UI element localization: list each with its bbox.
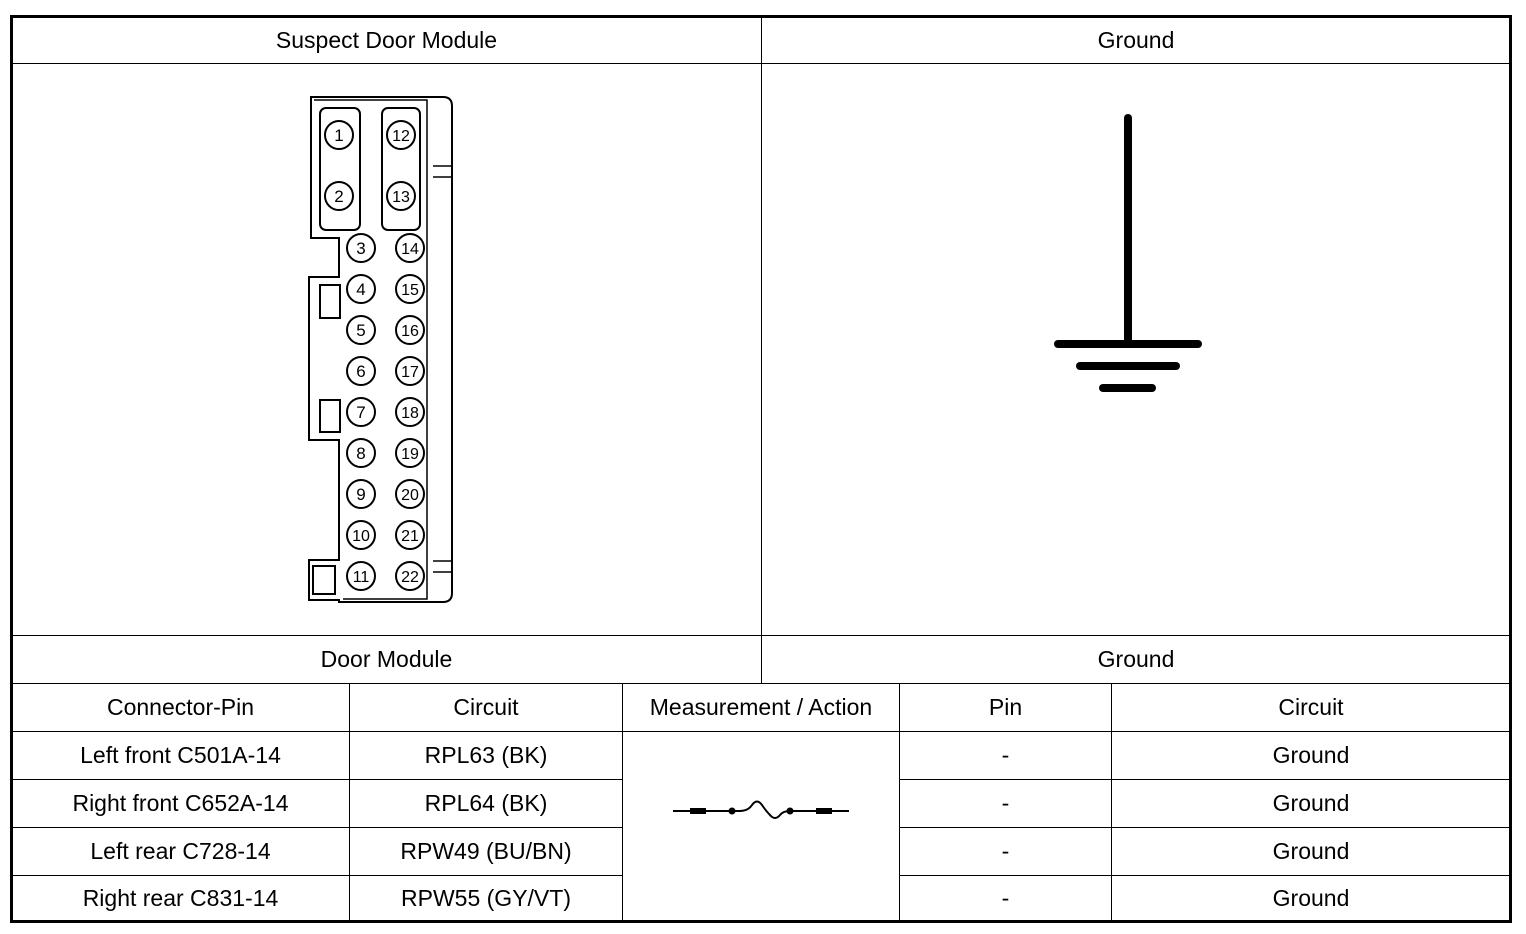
pin-cell: - bbox=[1001, 790, 1010, 816]
column-header-measurement-action: Measurement / Action bbox=[649, 694, 873, 720]
pin-17-circle bbox=[395, 356, 425, 386]
pin-7-circle bbox=[346, 397, 376, 427]
pin-5-circle bbox=[346, 315, 376, 345]
header-suspect-door-module: Suspect Door Module bbox=[275, 26, 498, 53]
pin-11-circle bbox=[346, 561, 376, 591]
pin-cell: - bbox=[1001, 838, 1010, 864]
table-frame bbox=[10, 15, 1512, 923]
pin-16-circle bbox=[395, 315, 425, 345]
circuit-cell: RPL64 (BK) bbox=[424, 790, 548, 816]
pin-7-label: 7 bbox=[356, 403, 365, 422]
pin-10-circle bbox=[346, 520, 376, 550]
circuit-cell: RPW49 (BU/BN) bbox=[400, 838, 572, 864]
circuit-cell: RPW55 (GY/VT) bbox=[401, 885, 571, 911]
column-header-pin: Pin bbox=[988, 694, 1023, 720]
pin-15-label: 15 bbox=[401, 282, 419, 299]
ground-circuit-cell: Ground bbox=[1272, 742, 1350, 768]
latch-upper bbox=[319, 284, 341, 319]
pin-3-circle bbox=[346, 233, 376, 263]
column-header-ground-circuit: Circuit bbox=[1278, 694, 1344, 720]
pin-21-label: 21 bbox=[401, 528, 419, 545]
pin-20-label: 20 bbox=[401, 487, 419, 504]
header-ground: Ground bbox=[1097, 26, 1175, 53]
connector-pin-cell: Right rear C831-14 bbox=[82, 885, 279, 911]
pin-1-label: 1 bbox=[334, 126, 343, 145]
pin-4-label: 4 bbox=[356, 280, 365, 299]
divider bbox=[12, 875, 623, 876]
divider bbox=[1111, 683, 1112, 921]
ground-symbol-icon bbox=[1054, 114, 1202, 392]
pin-16-label: 16 bbox=[401, 323, 419, 340]
pin-14-label: 14 bbox=[401, 241, 419, 258]
subheader-door-module: Door Module bbox=[320, 646, 453, 672]
pin-19-label: 19 bbox=[401, 446, 419, 463]
column-header-circuit: Circuit bbox=[453, 694, 519, 720]
ground-circuit-cell: Ground bbox=[1272, 838, 1350, 864]
pin-8-label: 8 bbox=[356, 444, 365, 463]
circuit-cell: RPL63 (BK) bbox=[424, 742, 548, 768]
connector-pin-cell: Right front C652A-14 bbox=[72, 790, 289, 816]
pin-22-label: 22 bbox=[401, 569, 419, 586]
pin-cavity-left bbox=[319, 107, 361, 231]
pin-9-label: 9 bbox=[356, 485, 365, 504]
divider bbox=[899, 779, 1510, 780]
side-key bbox=[312, 565, 336, 595]
pin-8-circle bbox=[346, 438, 376, 468]
connector-pin-cell: Left rear C728-14 bbox=[90, 838, 271, 864]
pin-13-label: 13 bbox=[392, 189, 410, 206]
pin-18-label: 18 bbox=[401, 405, 419, 422]
divider bbox=[622, 683, 623, 921]
pin-14-circle bbox=[395, 233, 425, 263]
pin-17-label: 17 bbox=[401, 364, 419, 381]
pin-3-label: 3 bbox=[356, 239, 365, 258]
pin-6-label: 6 bbox=[356, 362, 365, 381]
pin-2-circle bbox=[324, 181, 354, 211]
connector-housing bbox=[308, 96, 453, 603]
connector-pin-cell: Left front C501A-14 bbox=[80, 742, 281, 768]
latch-lower bbox=[319, 399, 341, 433]
pin-21-circle bbox=[395, 520, 425, 550]
pin-6-circle bbox=[346, 356, 376, 386]
divider bbox=[899, 827, 1510, 828]
pin-cell: - bbox=[1001, 742, 1010, 768]
divider bbox=[349, 683, 350, 921]
pin-cell: - bbox=[1001, 885, 1010, 911]
divider bbox=[899, 683, 900, 921]
divider bbox=[761, 17, 762, 684]
pin-5-label: 5 bbox=[356, 321, 365, 340]
pin-1-circle bbox=[324, 120, 354, 150]
divider bbox=[12, 779, 623, 780]
divider bbox=[12, 731, 1510, 732]
pin-9-circle bbox=[346, 479, 376, 509]
pin-11-label: 11 bbox=[353, 569, 370, 586]
pin-19-circle bbox=[395, 438, 425, 468]
pin-12-circle bbox=[386, 120, 416, 150]
connector-inner-edge bbox=[314, 99, 428, 600]
pin-4-circle bbox=[346, 274, 376, 304]
pin-18-circle bbox=[395, 397, 425, 427]
pin-2-label: 2 bbox=[334, 187, 343, 206]
pin-20-circle bbox=[395, 479, 425, 509]
divider bbox=[12, 827, 623, 828]
pin-22-circle bbox=[395, 561, 425, 591]
pin-15-circle bbox=[395, 274, 425, 304]
subheader-ground: Ground bbox=[1097, 646, 1175, 672]
column-header-connector-pin: Connector-Pin bbox=[106, 694, 255, 720]
pin-12-label: 12 bbox=[392, 128, 410, 145]
ground-circuit-cell: Ground bbox=[1272, 790, 1350, 816]
divider bbox=[899, 875, 1510, 876]
ground-circuit-cell: Ground bbox=[1272, 885, 1350, 911]
pin-13-circle bbox=[386, 181, 416, 211]
fused-jumper-icon bbox=[673, 800, 849, 819]
pin-cavity-right bbox=[381, 107, 421, 231]
pin-10-label: 10 bbox=[352, 528, 370, 545]
